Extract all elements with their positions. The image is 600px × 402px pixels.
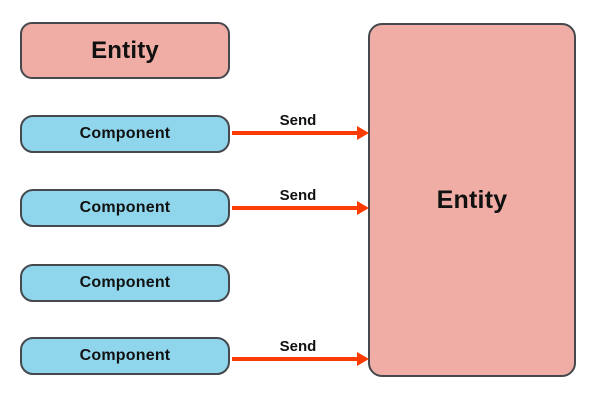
component-1-label: Component [79, 125, 171, 142]
component-box-1: Component [20, 115, 230, 153]
arrow-1-line [232, 131, 358, 135]
arrow-2-send-label: Send [279, 187, 317, 204]
entity-right-label: Entity [436, 185, 508, 214]
component-3-label: Component [79, 274, 171, 291]
entity-left-label: Entity [91, 36, 159, 64]
arrow-3-head-icon [357, 352, 369, 366]
arrow-3-send-label: Send [279, 338, 317, 355]
entity-box-left: Entity [20, 22, 230, 79]
arrow-2-head-icon [357, 201, 369, 215]
component-box-3: Component [20, 264, 230, 302]
entity-box-right: Entity [368, 23, 576, 377]
arrow-1-send-label: Send [279, 112, 317, 129]
component-4-label: Component [79, 347, 171, 364]
component-box-2: Component [20, 189, 230, 227]
arrow-2-line [232, 206, 358, 210]
arrow-1-head-icon [357, 126, 369, 140]
component-2-label: Component [79, 199, 171, 216]
component-box-4: Component [20, 337, 230, 375]
arrow-3-line [232, 357, 358, 361]
